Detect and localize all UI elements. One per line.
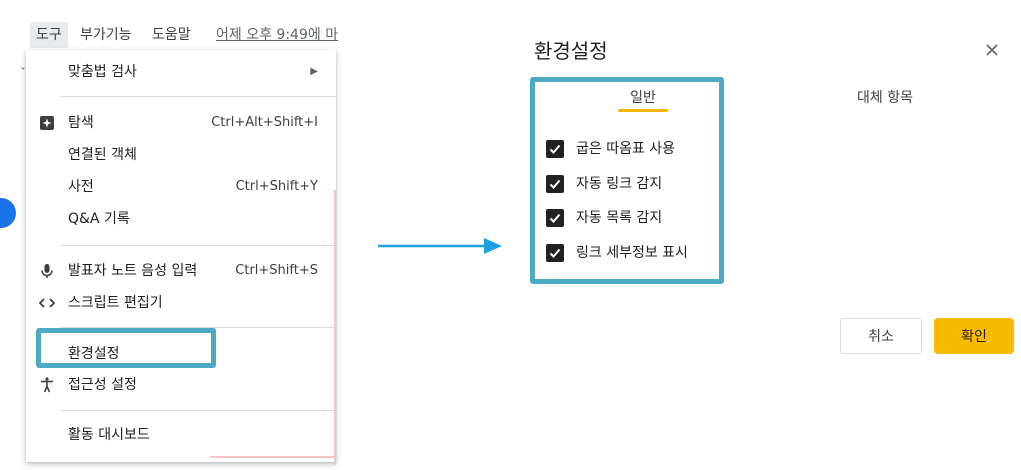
- menu-item-qa-history[interactable]: Q&A 기록: [26, 204, 336, 234]
- menu-tools[interactable]: 도구: [30, 22, 68, 48]
- menu-divider: [60, 96, 336, 97]
- ok-button[interactable]: 확인: [934, 318, 1014, 354]
- side-panel-indicator: [0, 198, 16, 228]
- close-icon[interactable]: [984, 42, 1000, 58]
- accessibility-icon: [38, 376, 56, 394]
- menu-item-shortcut: Ctrl+Shift+Y: [235, 179, 318, 194]
- highlight-box-preferences: [36, 328, 216, 368]
- menu-item-preferences[interactable]: 환경설정: [26, 339, 336, 369]
- menu-item-label: 환경설정: [68, 346, 120, 362]
- document-edge: [334, 190, 336, 465]
- menu-item-label: 스크립트 편집기: [68, 295, 163, 311]
- option-label: 굽은 따옴표 사용: [576, 141, 676, 157]
- check-icon: [549, 179, 561, 189]
- menu-item-shortcut: Ctrl+Shift+S: [235, 263, 318, 278]
- active-tab-indicator: [618, 109, 668, 112]
- option-label: 자동 목록 감지: [576, 210, 663, 226]
- menu-item-label: 활동 대시보드: [68, 427, 150, 443]
- tab-label: 일반: [630, 90, 656, 106]
- menu-item-label: 접근성 설정: [68, 377, 137, 393]
- menu-divider: [60, 410, 336, 411]
- check-icon: [549, 144, 561, 154]
- checkbox-checked[interactable]: [546, 244, 564, 262]
- menu-bar: 도구 부가기능 도움말 어제 오후 9:49에 마: [26, 22, 338, 50]
- tab-substitutions[interactable]: 대체 항목: [840, 88, 930, 112]
- menu-item-label: 사전: [68, 179, 94, 195]
- check-icon: [549, 248, 561, 258]
- arrow-right-icon: [378, 238, 502, 254]
- document-edge: [210, 456, 336, 458]
- checkbox-checked[interactable]: [546, 140, 564, 158]
- menu-item-label: 연결된 객체: [68, 147, 137, 163]
- collapse-caret-icon: ˇ: [20, 66, 26, 80]
- dialog-title: 환경설정: [534, 39, 608, 63]
- menu-item-accessibility[interactable]: 접근성 설정: [26, 370, 336, 400]
- menu-item-script-editor[interactable]: 스크립트 편집기: [26, 288, 336, 318]
- menu-item-linked-objects[interactable]: 연결된 객체: [26, 140, 336, 170]
- option-label: 링크 세부정보 표시: [576, 245, 688, 261]
- code-icon: [38, 294, 56, 312]
- tab-general[interactable]: 일반: [618, 88, 668, 112]
- menu-item-voice-notes[interactable]: 발표자 노트 음성 입력 Ctrl+Shift+S: [26, 256, 336, 286]
- document-background: ˇ: [0, 50, 30, 470]
- menu-item-label: Q&A 기록: [68, 211, 130, 227]
- menu-addons[interactable]: 부가기능: [80, 27, 132, 43]
- checkbox-checked[interactable]: [546, 175, 564, 193]
- highlight-box-options: [530, 77, 724, 284]
- explore-icon: [38, 114, 56, 132]
- menu-item-label: 발표자 노트 음성 입력: [68, 263, 198, 279]
- option-label: 자동 링크 감지: [576, 176, 663, 192]
- menu-item-explore[interactable]: 탐색 Ctrl+Alt+Shift+I: [26, 108, 336, 138]
- menu-item-dictionary[interactable]: 사전 Ctrl+Shift+Y: [26, 172, 336, 202]
- menu-divider: [60, 327, 336, 328]
- checkbox-checked[interactable]: [546, 209, 564, 227]
- menu-item-spelling[interactable]: 맞춤법 검사 ▶: [26, 57, 336, 87]
- menu-item-label: 맞춤법 검사: [68, 64, 137, 80]
- tools-menu: 맞춤법 검사 ▶ 탐색 Ctrl+Alt+Shift+I 연결된 객체 사전 C…: [26, 50, 336, 462]
- submenu-arrow-icon: ▶: [310, 66, 318, 77]
- check-icon: [549, 213, 561, 223]
- last-edit-link[interactable]: 어제 오후 9:49에 마: [216, 27, 338, 43]
- tab-label: 대체 항목: [857, 90, 913, 106]
- menu-divider: [60, 245, 336, 246]
- menu-item-activity-dashboard[interactable]: 활동 대시보드: [26, 420, 336, 450]
- mic-icon: [38, 262, 56, 280]
- menu-item-label: 탐색: [68, 115, 94, 131]
- menu-help[interactable]: 도움말: [152, 27, 191, 43]
- menu-item-shortcut: Ctrl+Alt+Shift+I: [211, 115, 318, 130]
- cancel-button[interactable]: 취소: [840, 318, 922, 354]
